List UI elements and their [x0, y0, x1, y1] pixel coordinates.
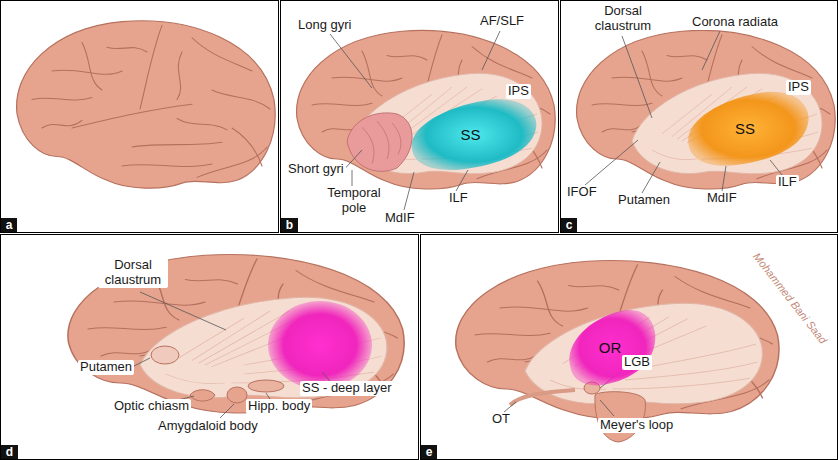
- structure-label: Putamen: [78, 360, 134, 375]
- structure-label: Hipp. body: [246, 399, 312, 414]
- structure-label: IPS: [786, 80, 811, 95]
- panel-letter-text: b: [286, 218, 293, 232]
- structure-label: AF/SLF: [478, 14, 526, 29]
- structure-label: ILF: [447, 191, 470, 206]
- structure-label: OT: [490, 412, 512, 427]
- structure-label: ILF: [776, 175, 799, 190]
- structure-label: Putamen: [616, 193, 672, 208]
- structure-label: Temporal pole: [320, 186, 388, 216]
- panel-letter: c: [561, 218, 577, 232]
- panel-letter: b: [281, 218, 298, 232]
- leader-line: [134, 31, 782, 418]
- structure-label: Corona radiata: [690, 15, 780, 30]
- panel-letter-text: a: [6, 218, 13, 232]
- temporal-pole: [347, 113, 412, 172]
- structure-label: Dorsal claustrum: [588, 4, 658, 34]
- structure-label: IFOF: [565, 185, 599, 200]
- fiber-shape: [412, 99, 537, 170]
- panel-letter: a: [1, 218, 17, 232]
- structure-label: Meyer's loop: [598, 418, 675, 433]
- structure-label: Dorsal claustrum: [98, 258, 168, 288]
- region-label: SS: [735, 120, 755, 137]
- fiber-region: SS: [398, 90, 543, 178]
- panel-letter-text: d: [6, 445, 13, 459]
- panel-letter: e: [421, 445, 437, 459]
- structure-label: IPS: [506, 84, 531, 99]
- structure-label: MdIF: [383, 211, 417, 226]
- structure-label: LGB: [622, 355, 652, 370]
- structure-label: Short gyri: [286, 162, 346, 177]
- structure-label: Long gyri: [296, 18, 353, 33]
- region-label: OR: [599, 339, 622, 356]
- panel-letter-text: c: [566, 218, 573, 232]
- fiber-shape: [569, 310, 655, 386]
- structure-label: Optic chiasm: [112, 399, 191, 414]
- fiber-region: OR: [560, 300, 660, 394]
- deep-layer-region: [268, 301, 372, 389]
- structure-label: Amygdaloid body: [156, 419, 260, 434]
- fiber-shape: [688, 92, 808, 166]
- fiber-region: SS: [675, 82, 815, 174]
- structure-label: MdIF: [705, 191, 739, 206]
- panel-letter: d: [1, 445, 18, 459]
- region-label: SS: [460, 126, 480, 143]
- structure-label: SS - deep layer: [300, 381, 394, 396]
- panel-letter-text: e: [426, 445, 433, 459]
